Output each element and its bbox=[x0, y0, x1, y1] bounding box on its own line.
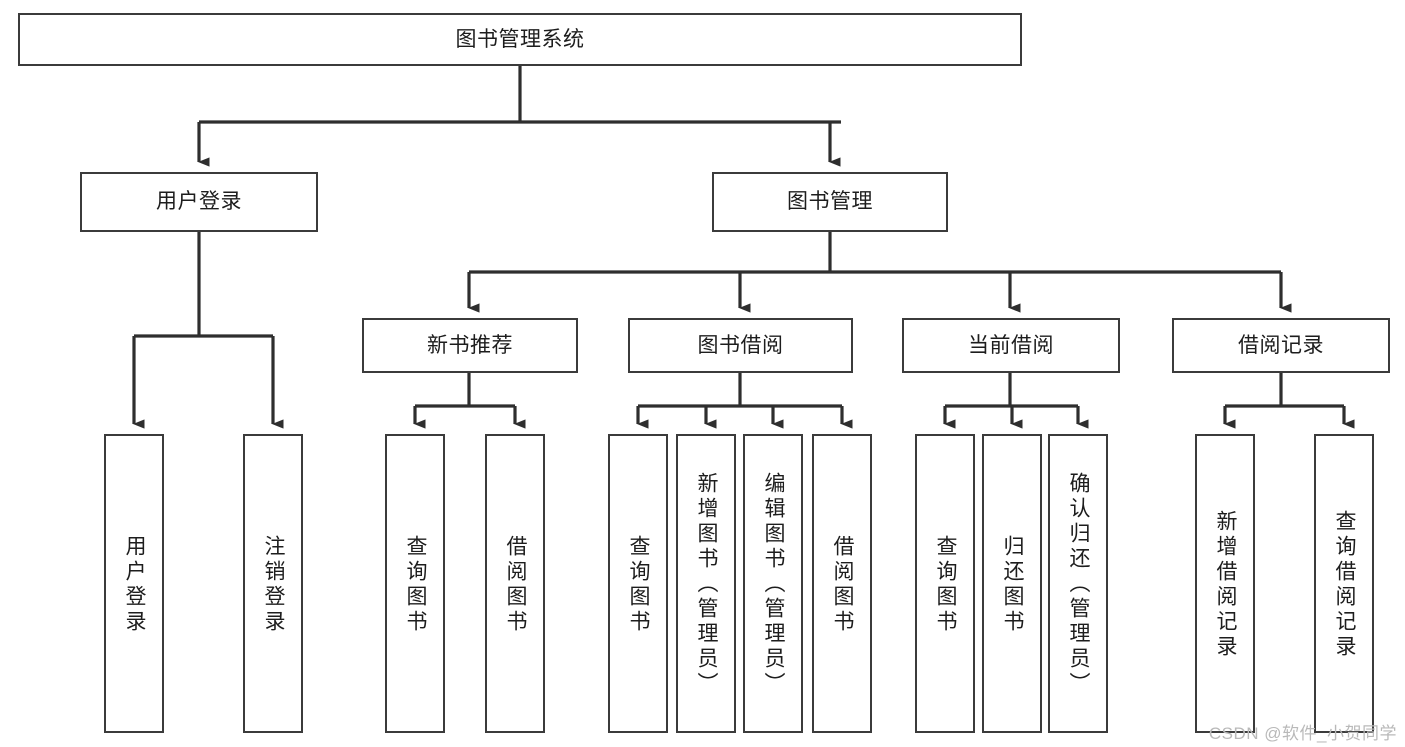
node-book-management-module[interactable]: 图书管理 bbox=[712, 172, 948, 232]
leaf-record-add-record[interactable]: 新增借阅记录 bbox=[1195, 434, 1255, 733]
node-label: 查询借阅记录 bbox=[1333, 509, 1357, 660]
leaf-borrow-lend-book[interactable]: 借阅图书 bbox=[812, 434, 872, 733]
leaf-borrow-edit-book-admin[interactable]: 编辑图书（管理员） bbox=[743, 434, 803, 733]
leaf-user-login[interactable]: 用户登录 bbox=[104, 434, 164, 733]
leaf-borrow-query-book[interactable]: 查询图书 bbox=[608, 434, 668, 733]
node-borrow-record[interactable]: 借阅记录 bbox=[1172, 318, 1390, 373]
node-label: 查询图书 bbox=[404, 534, 428, 635]
node-label: 查询图书 bbox=[627, 534, 651, 635]
node-label: 查询图书 bbox=[934, 534, 958, 635]
node-label: 借阅记录 bbox=[1238, 333, 1324, 357]
node-label: 新书推荐 bbox=[427, 333, 513, 357]
leaf-newbook-borrow-book[interactable]: 借阅图书 bbox=[485, 434, 545, 733]
node-new-book-recommend[interactable]: 新书推荐 bbox=[362, 318, 578, 373]
node-root-system[interactable]: 图书管理系统 bbox=[18, 13, 1022, 66]
leaf-borrow-add-book-admin[interactable]: 新增图书（管理员） bbox=[676, 434, 736, 733]
leaf-current-confirm-return-admin[interactable]: 确认归还（管理员） bbox=[1048, 434, 1108, 733]
node-label: 注销登录 bbox=[262, 534, 286, 635]
node-label: 编辑图书（管理员） bbox=[762, 472, 786, 697]
node-label: 新增图书（管理员） bbox=[695, 472, 719, 697]
node-label: 借阅图书 bbox=[831, 534, 855, 635]
node-label: 新增借阅记录 bbox=[1214, 509, 1238, 660]
node-label: 图书管理 bbox=[787, 190, 873, 214]
node-label: 图书借阅 bbox=[697, 333, 784, 357]
node-label: 借阅图书 bbox=[504, 534, 528, 635]
node-book-borrow[interactable]: 图书借阅 bbox=[628, 318, 853, 373]
node-user-login-module[interactable]: 用户登录 bbox=[80, 172, 318, 232]
node-current-borrow[interactable]: 当前借阅 bbox=[902, 318, 1120, 373]
node-label: 归还图书 bbox=[1001, 534, 1025, 635]
node-label: 当前借阅 bbox=[968, 333, 1054, 357]
node-label: 用户登录 bbox=[123, 534, 147, 635]
leaf-record-query-record[interactable]: 查询借阅记录 bbox=[1314, 434, 1374, 733]
leaf-current-query-book[interactable]: 查询图书 bbox=[915, 434, 975, 733]
node-label: 图书管理系统 bbox=[455, 27, 585, 51]
leaf-user-logout[interactable]: 注销登录 bbox=[243, 434, 303, 733]
node-label: 用户登录 bbox=[156, 190, 242, 214]
leaf-current-return-book[interactable]: 归还图书 bbox=[982, 434, 1042, 733]
leaf-newbook-query-book[interactable]: 查询图书 bbox=[385, 434, 445, 733]
node-label: 确认归还（管理员） bbox=[1067, 472, 1091, 697]
